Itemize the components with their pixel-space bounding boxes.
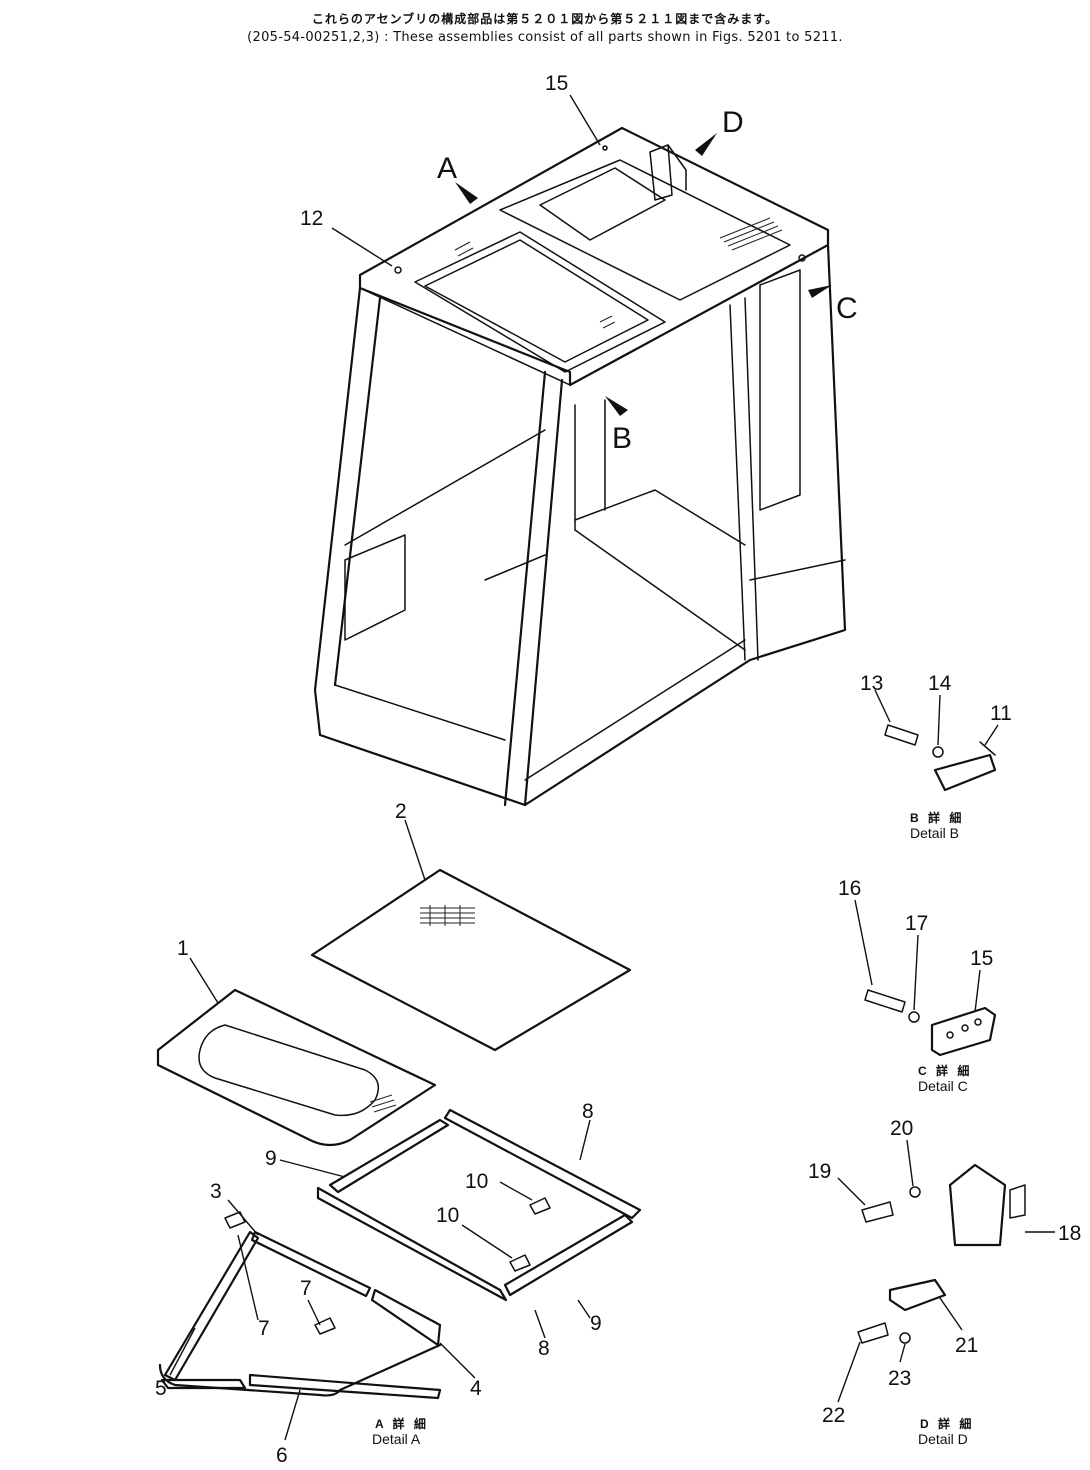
detail-d-caption-jp: D 詳 細 bbox=[920, 1416, 974, 1431]
part-number-5: 5 bbox=[155, 1377, 167, 1400]
part-number-15-cab: 15 bbox=[545, 72, 568, 95]
part-number-17: 17 bbox=[905, 912, 928, 935]
part-number-14: 14 bbox=[928, 672, 952, 695]
detail-d-caption: Detail D bbox=[918, 1431, 968, 1447]
cab-assembly bbox=[313, 126, 847, 807]
view-letter-c: C bbox=[836, 292, 858, 325]
view-arrows bbox=[455, 133, 832, 416]
detail-c-caption: Detail C bbox=[918, 1078, 968, 1094]
part-number-10-top: 10 bbox=[465, 1170, 488, 1193]
detail-c-caption-jp: C 詳 細 bbox=[918, 1063, 972, 1078]
detail-c-parts bbox=[864, 989, 997, 1057]
part-number-16: 16 bbox=[838, 877, 861, 900]
part-1-window-panel bbox=[156, 988, 437, 1147]
part-number-12: 12 bbox=[300, 207, 323, 230]
part-number-19: 19 bbox=[808, 1160, 831, 1183]
part-2-panel bbox=[310, 868, 632, 1052]
detail-a-caption: Detail A bbox=[372, 1431, 421, 1447]
part-number-3: 3 bbox=[210, 1180, 222, 1203]
detail-b-caption-jp: B 詳 細 bbox=[910, 810, 964, 825]
header-english-note: (205-54-00251,2,3) : These assemblies co… bbox=[247, 30, 843, 45]
part-number-15-detail: 15 bbox=[970, 947, 993, 970]
view-letter-a: A bbox=[437, 152, 457, 185]
part-number-7-left: 7 bbox=[258, 1317, 270, 1340]
header-japanese-note: これらのアセンブリの構成部品は第５２０１図から第５２１１図まで含みます。 bbox=[311, 12, 779, 26]
part-number-9-left: 9 bbox=[265, 1147, 277, 1170]
part-number-1: 1 bbox=[177, 937, 189, 960]
part-number-8-bottom: 8 bbox=[538, 1337, 550, 1360]
roof-vent-hatch bbox=[454, 217, 783, 329]
part-number-21: 21 bbox=[955, 1334, 978, 1357]
screws-7-10 bbox=[224, 1197, 551, 1335]
detail-b-caption: Detail B bbox=[910, 825, 959, 841]
part-number-18: 18 bbox=[1058, 1222, 1081, 1245]
part-number-23: 23 bbox=[888, 1367, 911, 1390]
part-number-22: 22 bbox=[822, 1404, 845, 1427]
view-letter-b: B bbox=[612, 422, 632, 455]
view-letter-d: D bbox=[722, 106, 744, 139]
leader-lines bbox=[169, 94, 1055, 1441]
part-number-13: 13 bbox=[860, 672, 883, 695]
part-number-11: 11 bbox=[990, 702, 1012, 725]
part-number-9-right: 9 bbox=[590, 1312, 602, 1335]
detail-d-parts bbox=[857, 1163, 1026, 1344]
part-number-4: 4 bbox=[470, 1377, 482, 1400]
part-number-6: 6 bbox=[276, 1444, 288, 1467]
detail-a-caption-jp: A 詳 細 bbox=[375, 1416, 429, 1431]
part-number-8-top: 8 bbox=[582, 1100, 594, 1123]
frame-rails-8-9 bbox=[316, 1108, 642, 1302]
part-number-7-right: 7 bbox=[300, 1277, 312, 1300]
panel-hatch bbox=[420, 905, 475, 926]
part-number-20: 20 bbox=[890, 1117, 913, 1140]
part-number-10-bottom: 10 bbox=[436, 1204, 459, 1227]
detail-b-parts bbox=[884, 724, 997, 792]
part-number-2: 2 bbox=[395, 800, 407, 823]
frame-pieces-3-6 bbox=[158, 1230, 442, 1400]
